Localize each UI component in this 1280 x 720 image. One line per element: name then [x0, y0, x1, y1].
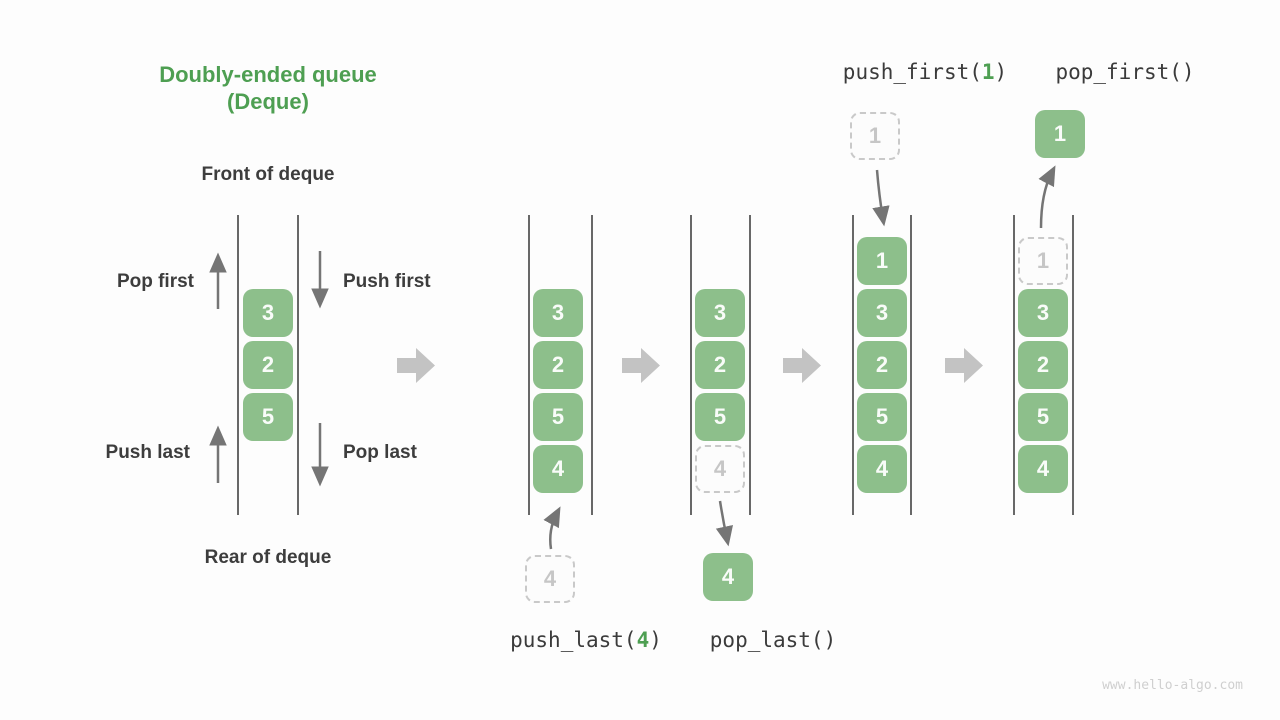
title-line-1: Doubly-ended queue [159, 62, 377, 87]
flow-arrow-icon [945, 348, 983, 383]
deque-cell: 5 [533, 393, 583, 441]
push-last-code-label: push_last(4) [510, 628, 662, 652]
deque-channel [528, 215, 593, 515]
pop-last-label: Pop last [343, 442, 417, 463]
deque-channel [690, 215, 751, 515]
deque-cell: 2 [1018, 341, 1068, 389]
deque-cell: 3 [243, 289, 293, 337]
code-text: ) [994, 60, 1008, 84]
code-text: ) [649, 628, 662, 652]
pop-first-outgoing-cell: 1 [1035, 110, 1085, 158]
deque-cell: 5 [243, 393, 293, 441]
deque-cell: 2 [243, 341, 293, 389]
deque-cell: 1 [857, 237, 907, 285]
deque-cell: 3 [533, 289, 583, 337]
deque-cell: 5 [1018, 393, 1068, 441]
flow-arrow-icon [622, 348, 660, 383]
deque-cell: 2 [857, 341, 907, 389]
deque-cell: 5 [695, 393, 745, 441]
code-arg: 4 [636, 628, 650, 652]
deque-channel [852, 215, 912, 515]
deque-cell-ghost: 4 [695, 445, 745, 493]
push-last-insert-arrow-icon [543, 506, 561, 550]
deque-cell: 2 [533, 341, 583, 389]
code-text: pop_last() [709, 628, 837, 652]
pop-last-code-label: pop_last() [710, 628, 836, 652]
push-first-code-label: push_first(1) [843, 60, 1007, 84]
deque-cell: 3 [695, 289, 745, 337]
code-text: pop_first() [1055, 60, 1195, 84]
deque-cell: 3 [857, 289, 907, 337]
deque-cell: 3 [1018, 289, 1068, 337]
deque-cell: 5 [857, 393, 907, 441]
deque-cell: 4 [1018, 445, 1068, 493]
title-line-2: (Deque) [227, 89, 309, 114]
front-of-deque-label: Front of deque [201, 164, 335, 185]
flow-arrow-icon [783, 348, 821, 383]
code-text: push_first( [842, 60, 982, 84]
deque-cell-ghost: 1 [1018, 237, 1068, 285]
rear-of-deque-label: Rear of deque [204, 547, 332, 568]
pop-last-outgoing-cell: 4 [703, 553, 753, 601]
flow-arrow-icon [397, 348, 435, 383]
pop-first-code-label: pop_first() [1055, 60, 1194, 84]
push-first-insert-arrow-icon [872, 169, 890, 227]
push-first-incoming-cell: 1 [850, 112, 900, 160]
pop-first-label: Pop first [116, 271, 194, 292]
code-arg: 1 [981, 60, 995, 84]
push-last-incoming-cell: 4 [525, 555, 575, 603]
deque-channel [237, 215, 299, 515]
deque-cell: 4 [533, 445, 583, 493]
page-title: Doubly-ended queue (Deque) [108, 61, 428, 115]
deque-cell: 4 [857, 445, 907, 493]
deque-channel [1013, 215, 1074, 515]
push-first-label: Push first [343, 271, 431, 292]
deque-cell: 2 [695, 341, 745, 389]
code-text: push_last( [510, 628, 637, 652]
push-last-label: Push last [105, 442, 190, 463]
watermark: www.hello-algo.com [1102, 678, 1243, 693]
